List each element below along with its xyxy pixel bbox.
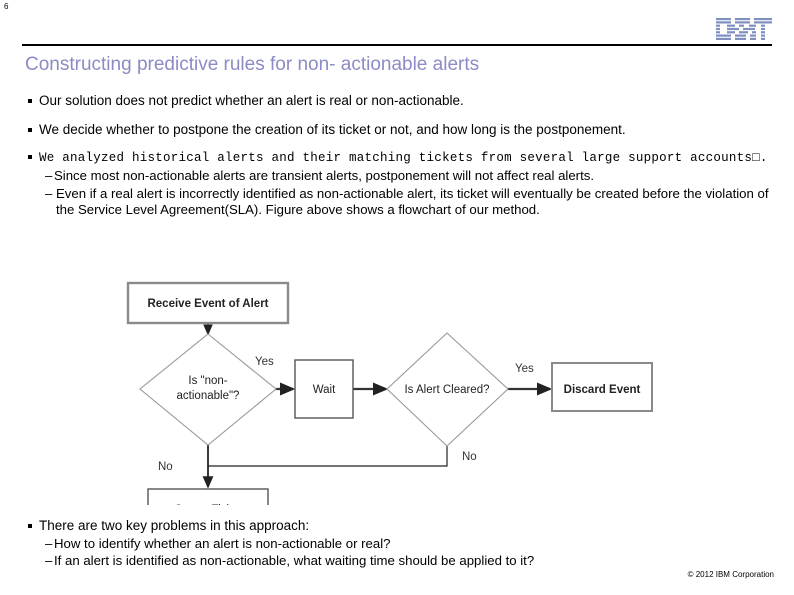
ibm-logo [716, 18, 772, 40]
flow-node-create-ticket: Create Ticket [147, 488, 269, 505]
page-title: Constructing predictive rules for non- a… [25, 54, 480, 75]
header-divider [22, 44, 772, 46]
bullet-item-3-text: We analyzed historical alerts and their … [39, 151, 768, 165]
flow-node-discard-event-label: Discard Event [564, 384, 641, 396]
sub-bullet-marker-icon: – [45, 553, 53, 568]
bullet-item-1: Our solution does not predict whether an… [28, 92, 464, 109]
bullet-item-3: We analyzed historical alerts and their … [28, 148, 768, 167]
bullet-marker-icon [28, 128, 32, 132]
edge-label-no-1: No [158, 461, 173, 473]
flow-node-wait-label: Wait [313, 384, 336, 396]
flow-node-receive-label: Receive Event of Alert [147, 298, 268, 310]
flow-node-wait: Wait [294, 359, 354, 419]
bullet-marker-icon [28, 99, 32, 103]
bottom-bullet-item-1: There are two key problems in this appro… [28, 517, 309, 534]
bottom-sub-bullet-item-2: –If an alert is identified as non-action… [45, 553, 534, 569]
sub-bullet-item-2: – Even if a real alert is incorrectly id… [45, 186, 770, 218]
sub-bullet-item-1: –Since most non-actionable alerts are tr… [45, 168, 594, 184]
copyright-text: © 2012 IBM Corporation [687, 570, 774, 579]
bullet-item-1-text: Our solution does not predict whether an… [39, 93, 464, 108]
bullet-item-2-text: We decide whether to postpone the creati… [39, 122, 626, 137]
slide-number: 6 [4, 2, 9, 11]
sub-bullet-marker-icon: – [45, 186, 53, 201]
bullet-marker-icon [28, 524, 32, 528]
edge-label-no-2: No [462, 451, 477, 463]
ibm-logo-glyph [716, 18, 772, 40]
sub-bullet-marker-icon: – [45, 536, 53, 551]
flowchart-diagram: Receive Event of Alert Is "non- actionab… [100, 265, 700, 505]
bottom-sub-bullet-item-1: –How to identify whether an alert is non… [45, 536, 390, 552]
bottom-sub-bullet-item-2-text: If an alert is identified as non-actiona… [54, 553, 535, 568]
edge-cleared-no-return [208, 446, 448, 467]
edge-label-yes-2: Yes [515, 363, 534, 375]
sub-bullet-marker-icon: – [45, 168, 53, 183]
bullet-marker-icon [28, 155, 32, 159]
flow-node-create-ticket-label: Create Ticket [174, 504, 243, 505]
bottom-sub-bullet-item-1-text: How to identify whether an alert is non-… [54, 536, 391, 551]
flow-node-is-alert-cleared: Is Alert Cleared? [386, 332, 509, 447]
bottom-bullet-item-1-text: There are two key problems in this appro… [39, 518, 310, 533]
flow-node-discard-event: Discard Event [551, 362, 653, 412]
edge-label-yes-1: Yes [255, 356, 274, 368]
sub-bullet-item-1-text: Since most non-actionable alerts are tra… [54, 168, 594, 183]
flow-node-is-non-actionable: Is "non- actionable"? [139, 333, 277, 446]
flow-node-is-non-actionable-label-2: actionable"? [177, 390, 240, 402]
bullet-item-2: We decide whether to postpone the creati… [28, 121, 626, 138]
flow-node-receive-event-of-alert: Receive Event of Alert [126, 281, 290, 325]
sub-bullet-item-2-text: Even if a real alert is incorrectly iden… [56, 186, 769, 217]
flow-node-is-alert-cleared-label: Is Alert Cleared? [404, 384, 489, 396]
flow-node-is-non-actionable-label-1: Is "non- [188, 375, 227, 387]
